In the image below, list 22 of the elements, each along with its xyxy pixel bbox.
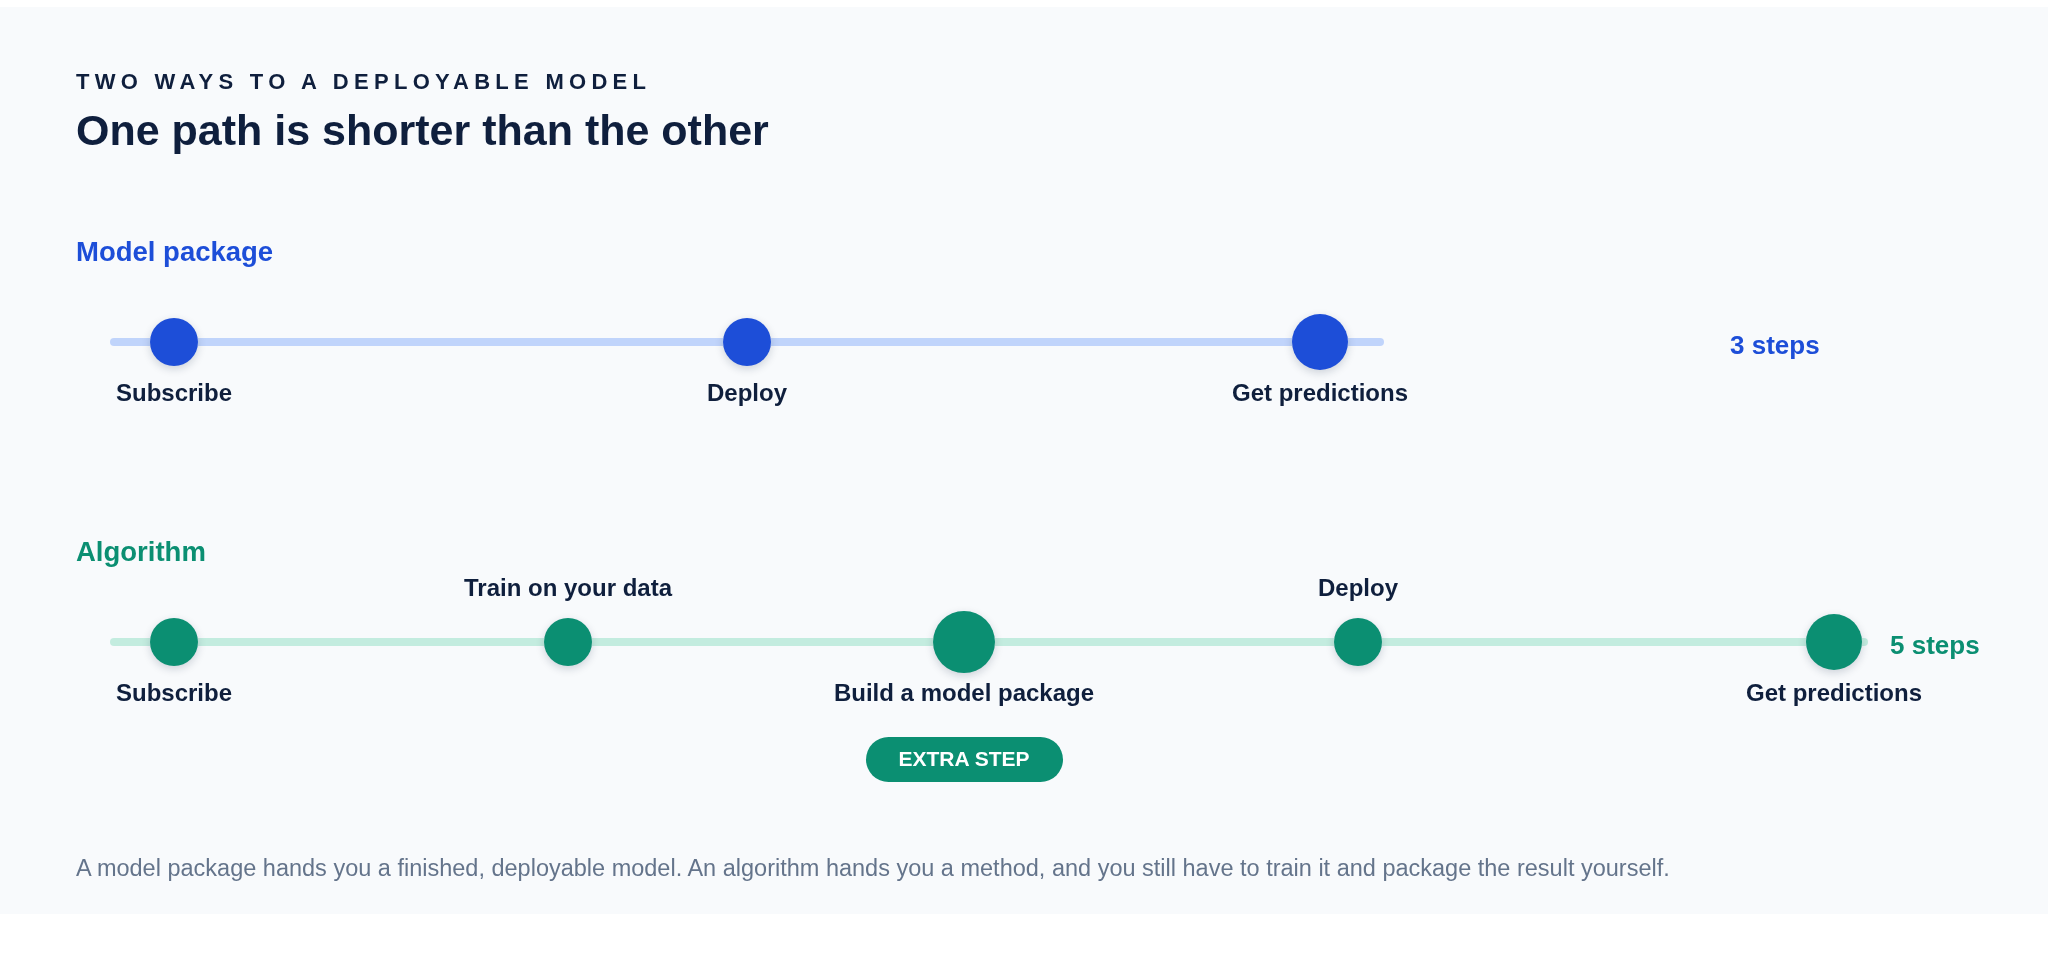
track-segment [771,338,1292,346]
track-segment [1382,638,1806,646]
step-label: Subscribe [116,678,232,708]
step-label: Deploy [1318,573,1398,603]
track-heading: Model package [76,234,274,268]
step-label: Get predictions [1232,378,1408,408]
track-segment [198,338,723,346]
kicker-text: TWO WAYS TO A DEPLOYABLE MODEL [76,68,652,96]
step-label: Deploy [707,378,787,408]
step-label: Build a model package [833,678,1095,708]
track-segment [995,638,1334,646]
diagram-title: One path is shorter than the other [76,105,769,157]
step-badge: EXTRA STEP [865,736,1063,782]
step-count: 5 steps [1890,630,1980,662]
track-segment [592,638,933,646]
caption-text: A model package hands you a finished, deployable model. An algorithm hands you a method, and you still have to train it and package the result yourself. [76,853,1670,883]
track-segment [198,638,544,646]
step-count: 3 steps [1730,330,1820,362]
track-heading: Algorithm [76,534,206,568]
step-label: Subscribe [116,378,232,408]
step-label: Get predictions [1746,678,1922,708]
step-label: Train on your data [464,573,672,603]
